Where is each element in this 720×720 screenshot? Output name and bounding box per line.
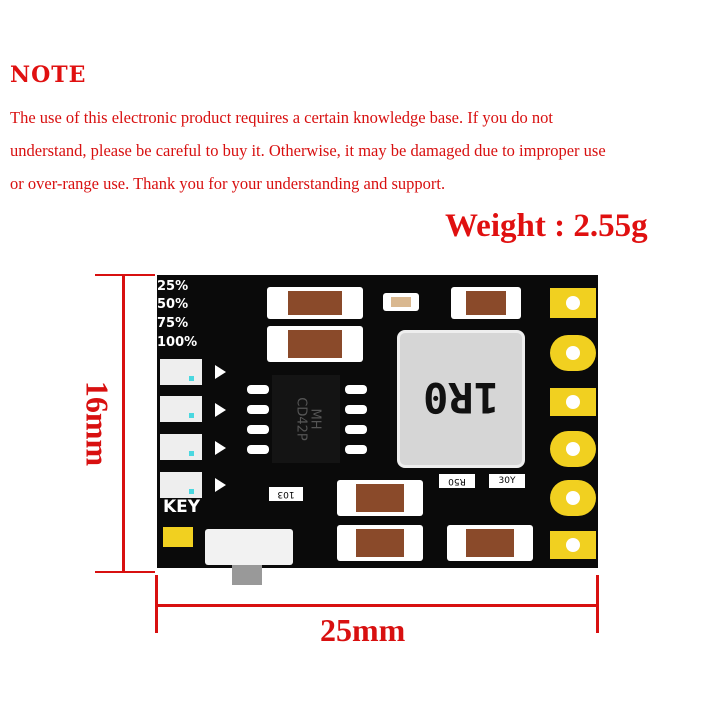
solder-pad bbox=[550, 431, 596, 467]
ic-marking: MH bbox=[307, 408, 323, 430]
ic-pin bbox=[345, 425, 367, 434]
dimension-tick bbox=[95, 571, 155, 573]
level-label: 25% bbox=[157, 279, 189, 294]
ic-pin bbox=[247, 405, 269, 414]
dimension-tick bbox=[596, 575, 599, 633]
key-switch[interactable] bbox=[205, 529, 293, 565]
ic-pin bbox=[247, 425, 269, 434]
ic-pin bbox=[247, 445, 269, 454]
level-label: 50% bbox=[157, 297, 189, 312]
dimension-tick bbox=[155, 575, 158, 633]
level-label: 75% bbox=[157, 316, 189, 331]
ic-pin bbox=[345, 445, 367, 454]
pcb-board: 25% 50% 75% 100% KEY MH CD42P 1R0 103 R5… bbox=[157, 275, 598, 585]
note-line: The use of this electronic product requi… bbox=[10, 108, 553, 127]
ic-chip: MH CD42P bbox=[272, 375, 340, 463]
arrow-icon bbox=[215, 403, 226, 417]
led-indicator bbox=[160, 434, 202, 460]
resistor-label: 30Y bbox=[489, 474, 525, 488]
note-title: NOTE bbox=[10, 62, 87, 88]
arrow-icon bbox=[215, 365, 226, 379]
width-dimension-line bbox=[156, 604, 598, 607]
ic-pin bbox=[345, 405, 367, 414]
resistor bbox=[383, 293, 419, 311]
led-indicator bbox=[160, 472, 202, 498]
resistor-label: 103 bbox=[269, 487, 303, 501]
weight-label: Weight : 2.55g bbox=[445, 208, 648, 244]
note-line: or over-range use. Thank you for your un… bbox=[10, 174, 446, 193]
dimension-tick bbox=[95, 274, 155, 276]
arrow-icon bbox=[215, 441, 226, 455]
led-indicator bbox=[160, 396, 202, 422]
capacitor bbox=[337, 480, 423, 516]
solder-pad bbox=[550, 531, 596, 559]
key-pad bbox=[163, 527, 193, 547]
note-line: understand, please be careful to buy it.… bbox=[10, 141, 606, 160]
height-dimension-line bbox=[122, 275, 125, 573]
solder-pad bbox=[550, 388, 596, 416]
ic-pin bbox=[247, 385, 269, 394]
capacitor bbox=[451, 287, 521, 319]
capacitor bbox=[447, 525, 533, 561]
solder-pad bbox=[550, 480, 596, 516]
inductor-marking: 1R0 bbox=[423, 373, 499, 422]
capacitor bbox=[337, 525, 423, 561]
arrow-icon bbox=[215, 478, 226, 492]
solder-pad bbox=[550, 288, 596, 318]
led-indicator bbox=[160, 359, 202, 385]
width-label: 25mm bbox=[320, 612, 406, 648]
ic-marking: CD42P bbox=[293, 397, 309, 441]
solder-pad bbox=[550, 335, 596, 371]
key-label: KEY bbox=[163, 497, 201, 517]
switch-knob[interactable] bbox=[232, 565, 262, 585]
capacitor bbox=[267, 287, 363, 319]
level-label: 100% bbox=[157, 335, 198, 350]
inductor: 1R0 bbox=[397, 330, 525, 468]
resistor-label: R50 bbox=[439, 474, 475, 488]
ic-pin bbox=[345, 385, 367, 394]
height-label: 16mm bbox=[79, 380, 116, 467]
capacitor bbox=[267, 326, 363, 362]
